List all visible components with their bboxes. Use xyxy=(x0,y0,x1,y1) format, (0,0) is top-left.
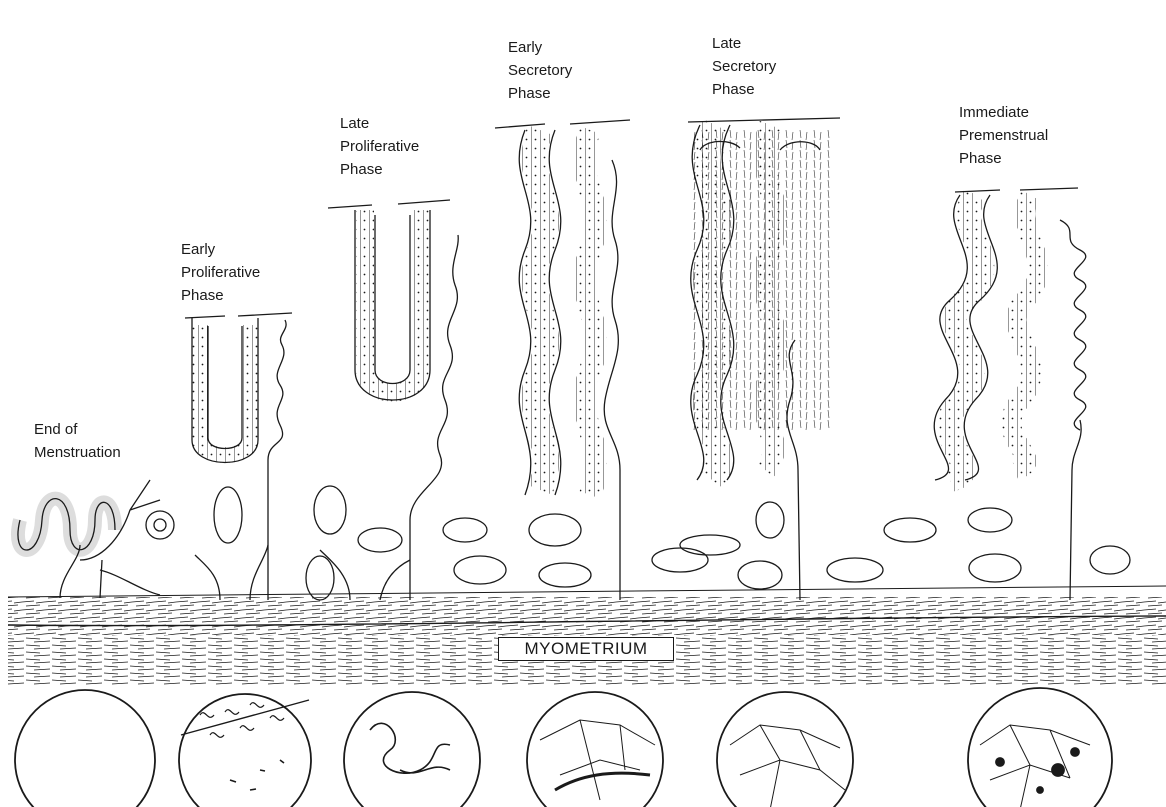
micro-view-6 xyxy=(968,688,1112,807)
label-end-of-menstruation: End of Menstruation xyxy=(34,418,121,464)
label-early-proliferative: Early Proliferative Phase xyxy=(181,238,260,307)
label-early-secretory: Early Secretory Phase xyxy=(508,36,572,105)
micro-view-5 xyxy=(717,692,853,807)
stroma-layer xyxy=(8,586,1166,635)
microscopic-views xyxy=(15,688,1112,807)
label-late-proliferative: Late Proliferative Phase xyxy=(340,112,419,181)
gland-early-secretory xyxy=(443,120,630,600)
gland-late-proliferative xyxy=(306,200,458,600)
gland-end-of-menstruation xyxy=(18,480,174,598)
label-immediate-premenstrual: Immediate Premenstrual Phase xyxy=(959,101,1048,170)
gland-late-secretory xyxy=(652,118,840,600)
micro-view-2 xyxy=(179,694,311,807)
gland-immediate-premenstrual xyxy=(827,188,1130,600)
micro-view-4 xyxy=(527,692,663,807)
myometrium-label: MYOMETRIUM xyxy=(498,637,674,661)
label-late-secretory: Late Secretory Phase xyxy=(712,32,776,101)
micro-view-1 xyxy=(15,690,155,807)
micro-view-3 xyxy=(344,692,480,807)
gland-early-proliferative xyxy=(185,313,292,600)
